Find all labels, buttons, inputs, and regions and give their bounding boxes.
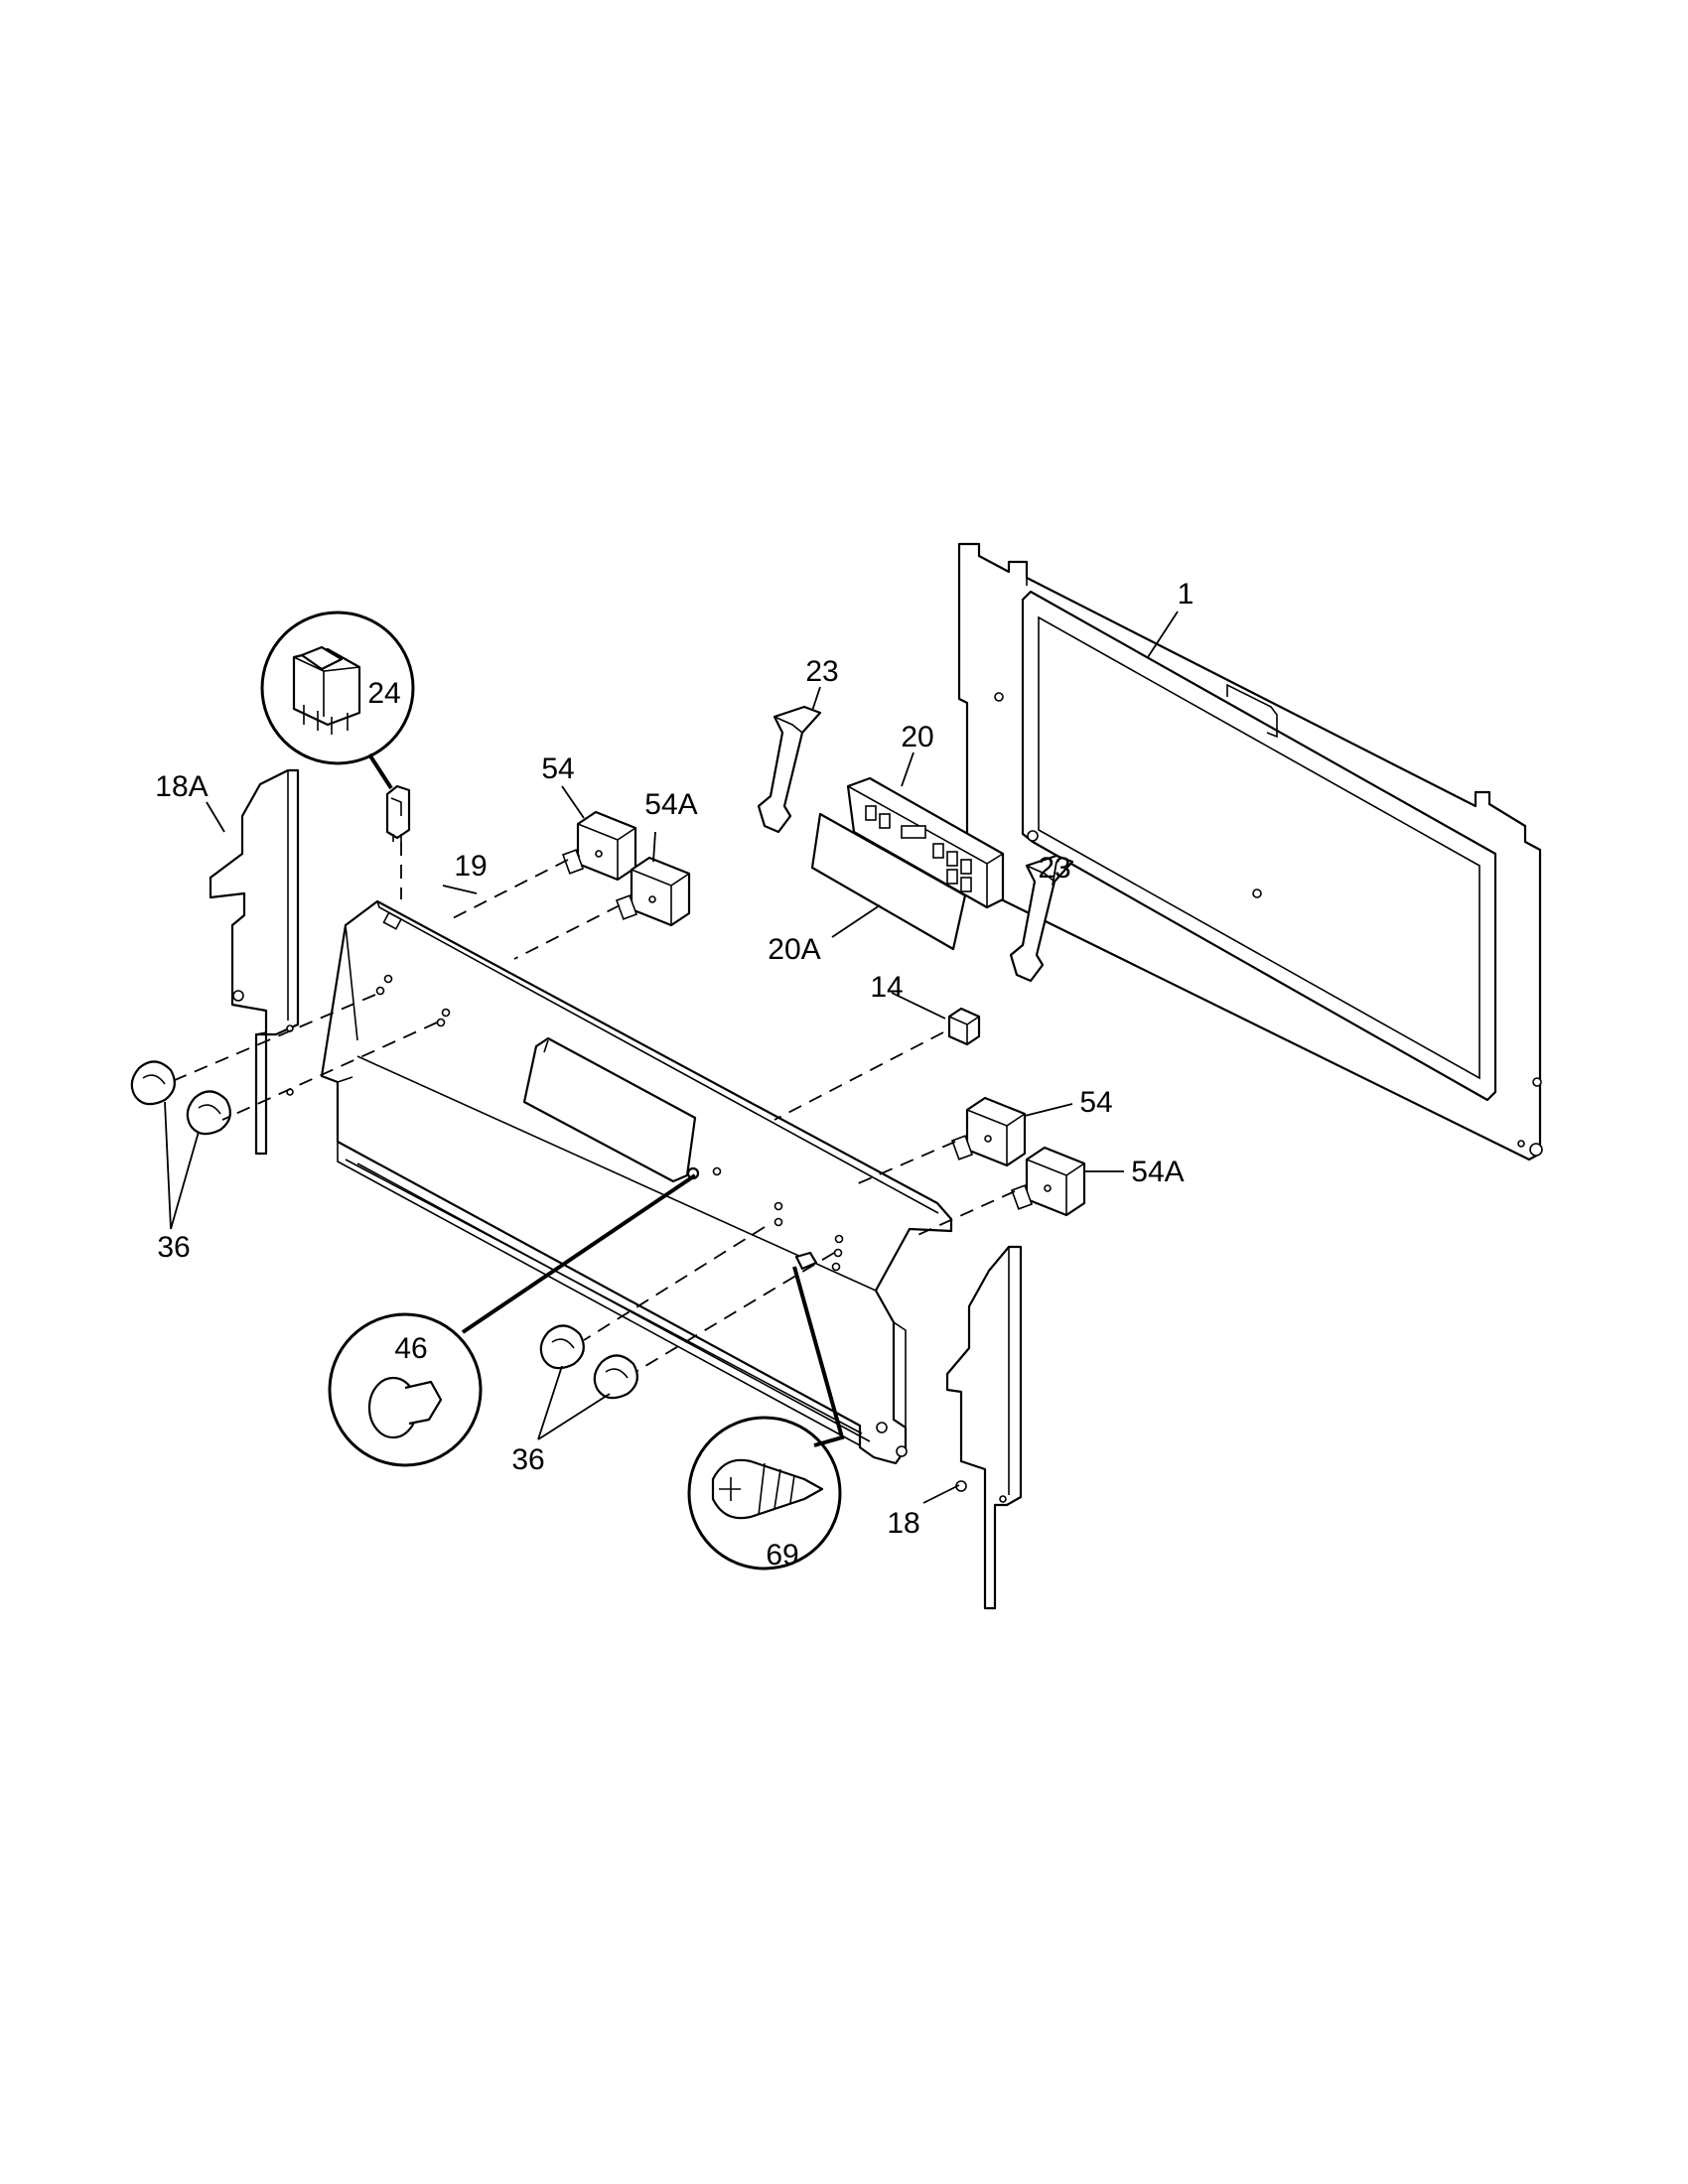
part-46-button (328, 1166, 700, 1467)
part-24-rocker-switch (260, 611, 415, 842)
part-23-bracket-right (1009, 854, 1074, 983)
part-69-screw (687, 1251, 842, 1570)
callout-36-bottom: 36 (511, 1443, 544, 1476)
callout-54a-top: 54A (644, 788, 697, 821)
alignment-lines (174, 842, 1016, 1373)
callout-19: 19 (454, 850, 487, 883)
leader-lines (164, 611, 1179, 1504)
detail-connectors (367, 752, 845, 1447)
callout-labels: 1 23 20 20A 23 14 18A 19 54 54A 24 54 54… (155, 578, 1194, 1571)
part-1-rear-panel (957, 542, 1543, 1161)
part-54a-control-top (615, 856, 691, 927)
callout-36-left: 36 (157, 1231, 190, 1264)
callout-1: 1 (1178, 578, 1195, 611)
part-20-electronic-control (846, 776, 1005, 909)
part-20a-overlay (810, 812, 967, 951)
callout-23-right: 23 (1038, 852, 1070, 885)
part-18a-left-end-bracket (209, 768, 300, 1156)
callout-20a: 20A (768, 933, 820, 966)
part-54-control-top (561, 810, 637, 882)
part-36-knobs-left (130, 1060, 231, 1136)
callout-23-top: 23 (805, 655, 838, 688)
callout-54-top: 54 (541, 752, 574, 785)
part-36-knobs-bottom (539, 1324, 638, 1400)
callout-14: 14 (870, 971, 903, 1004)
callout-46: 46 (394, 1332, 427, 1365)
callout-54a-right: 54A (1131, 1156, 1184, 1188)
part-18-right-end-bracket (945, 1245, 1023, 1610)
part-14-switch (947, 1007, 981, 1046)
callout-18: 18 (887, 1507, 919, 1540)
part-54-control-right (950, 1096, 1027, 1167)
part-23-bracket-top (757, 705, 822, 834)
part-54a-control-right (1010, 1146, 1086, 1217)
callout-24: 24 (367, 677, 400, 710)
callout-18a: 18A (155, 770, 208, 803)
callout-20: 20 (901, 721, 933, 753)
callout-69: 69 (766, 1539, 798, 1571)
callout-54-right: 54 (1079, 1086, 1112, 1119)
